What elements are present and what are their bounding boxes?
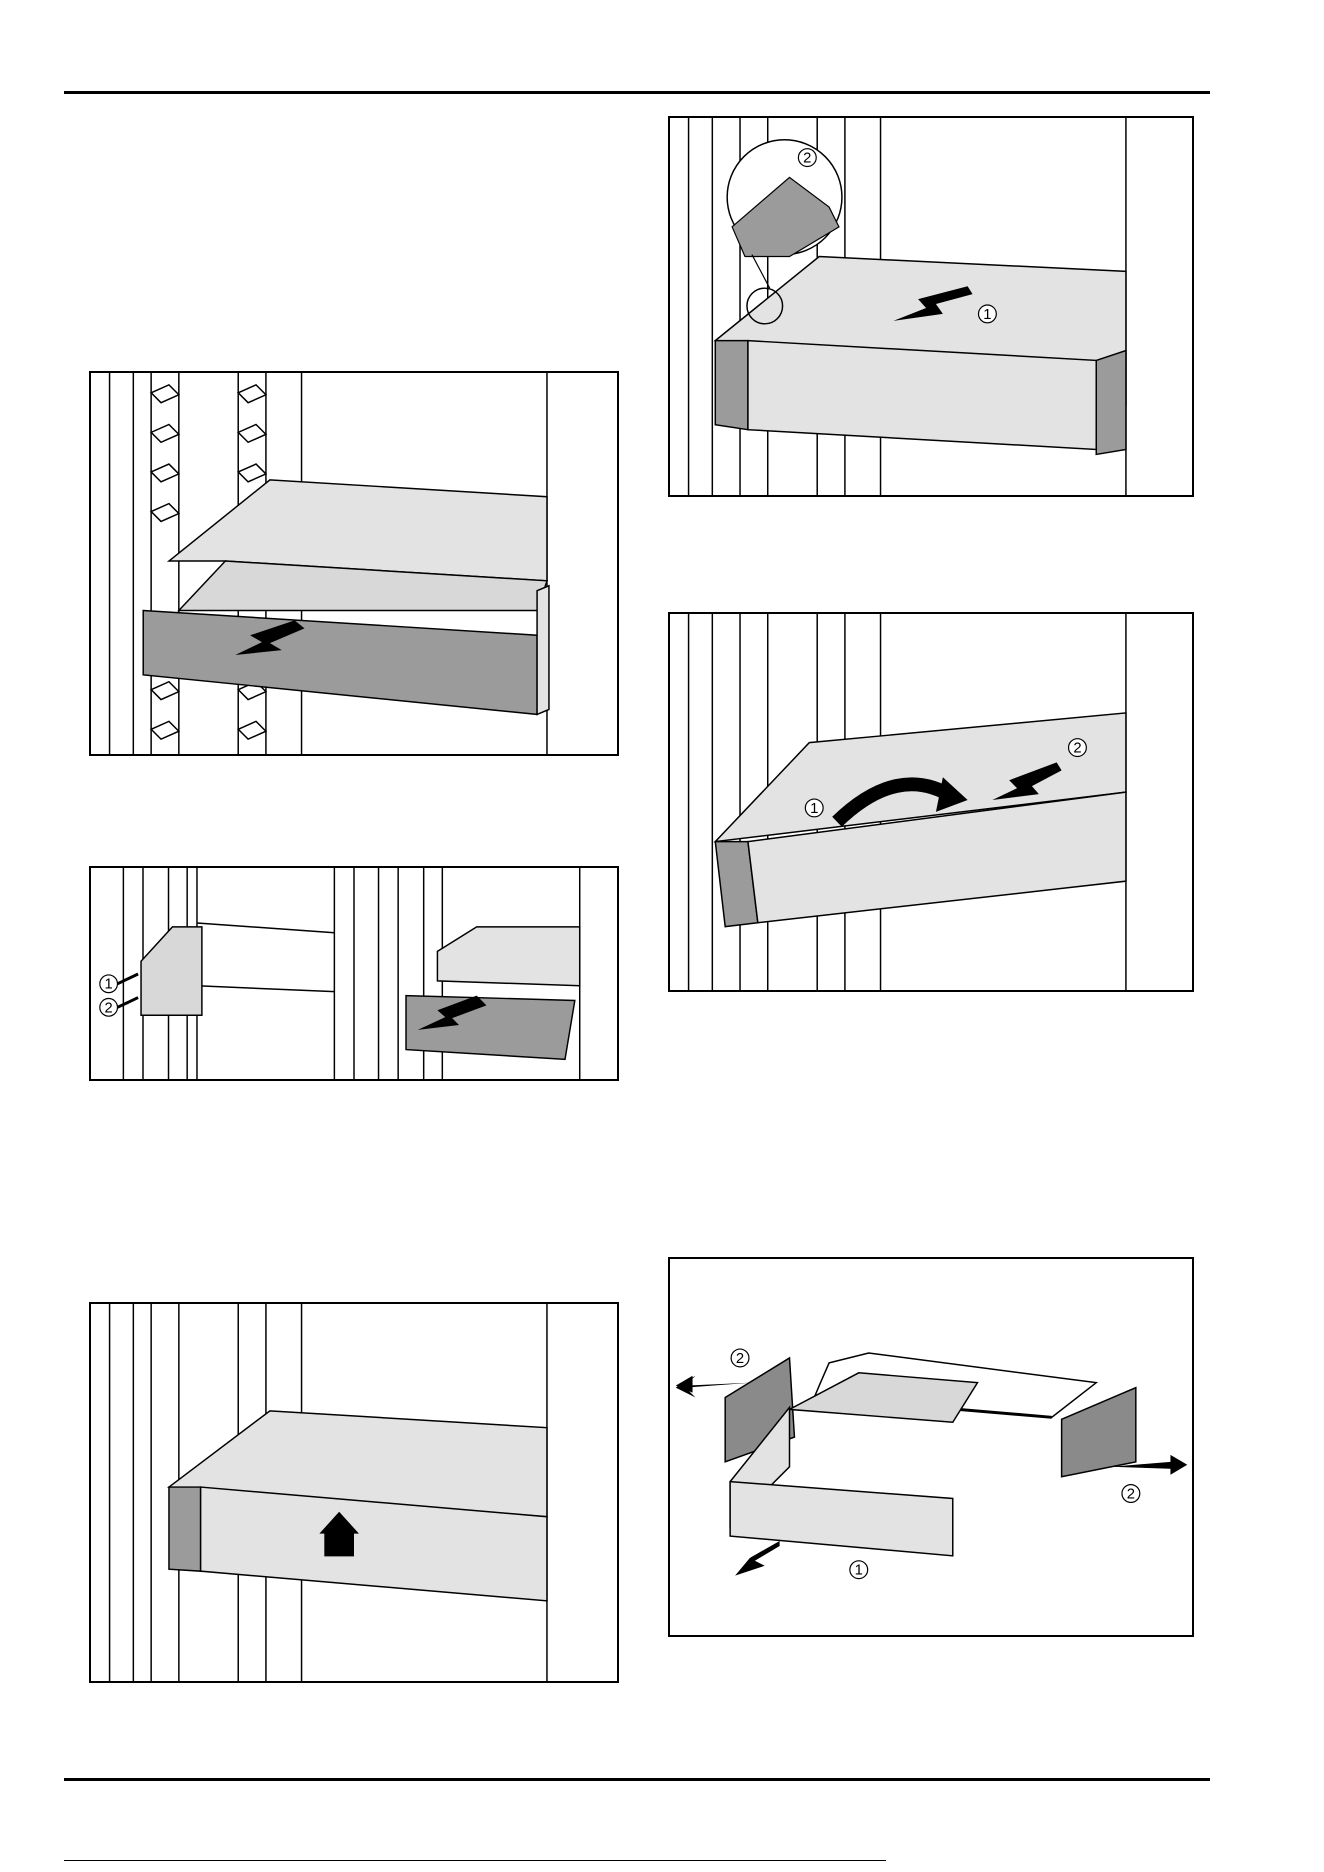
callout-2: 2 bbox=[1073, 741, 1081, 757]
callout-1: 1 bbox=[810, 801, 818, 817]
callout-2: 2 bbox=[105, 1000, 113, 1016]
callout-2-right: 2 bbox=[1127, 1486, 1135, 1502]
figure-drawer-disassembly: 2 2 1 bbox=[668, 1257, 1194, 1637]
figure-drawer-tilt: 2 1 bbox=[668, 612, 1194, 992]
footer-rule bbox=[64, 1778, 1210, 1781]
callout-2: 2 bbox=[803, 151, 811, 167]
header-rule bbox=[64, 91, 1210, 94]
callout-1: 1 bbox=[105, 977, 113, 993]
figure-drawer-pull-out bbox=[89, 371, 619, 756]
figure-rail-release-push: 1 2 bbox=[89, 866, 619, 1081]
figure-drawer-lift-up bbox=[89, 1302, 619, 1683]
callout-1: 1 bbox=[983, 307, 991, 323]
callout-1: 1 bbox=[855, 1563, 863, 1579]
footer-thin-rule bbox=[64, 1860, 886, 1861]
callout-2-left: 2 bbox=[736, 1351, 744, 1367]
figure-drawer-cover-pull: 1 2 bbox=[668, 116, 1194, 497]
